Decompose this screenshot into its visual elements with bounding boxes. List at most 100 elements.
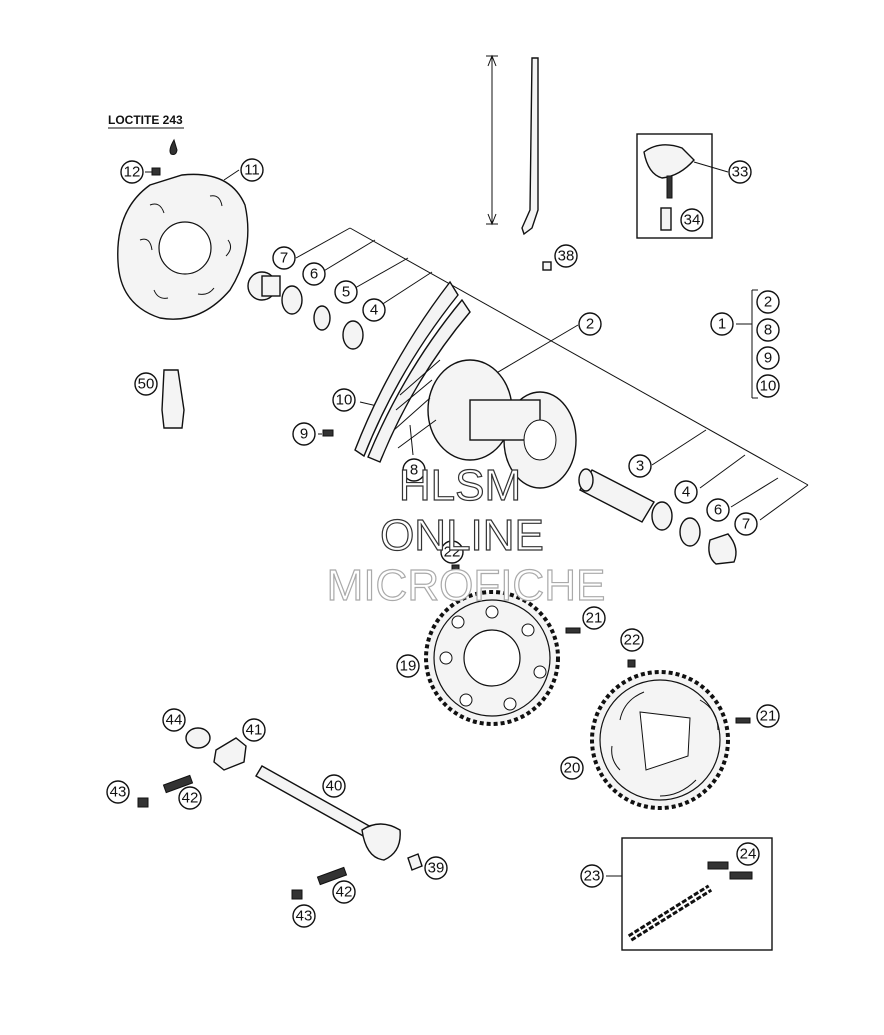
callout-8-kit: 8 — [756, 318, 780, 342]
callout-42: 42 — [178, 786, 202, 810]
callout-5: 5 — [334, 280, 358, 304]
svg-text:5: 5 — [342, 284, 350, 301]
callout-42-lower: 42 — [332, 880, 356, 904]
callout-9-kit: 9 — [756, 346, 780, 370]
svg-text:22: 22 — [624, 632, 641, 649]
sprocket-bolt-2-icon — [735, 717, 751, 724]
callout-40: 40 — [322, 774, 346, 798]
svg-text:9: 9 — [300, 426, 308, 443]
svg-text:41: 41 — [246, 722, 263, 739]
svg-text:34: 34 — [684, 212, 701, 229]
svg-text:19: 19 — [400, 658, 417, 675]
callout-10: 10 — [332, 388, 356, 412]
axle-icon — [255, 765, 401, 861]
callout-34: 34 — [680, 208, 704, 232]
watermark-line-3: MICROFICHE — [327, 561, 606, 610]
chain-box — [621, 837, 773, 951]
callout-39: 39 — [424, 856, 448, 880]
spoke-dimension — [486, 54, 498, 226]
bearing-right-icon — [651, 501, 673, 531]
svg-text:24: 24 — [740, 846, 757, 863]
svg-text:6: 6 — [714, 502, 722, 519]
seal-left-icon — [281, 285, 303, 315]
svg-text:9: 9 — [764, 350, 772, 367]
svg-text:7: 7 — [280, 250, 288, 267]
callout-22-right: 22 — [620, 628, 644, 652]
watermark-line-2: ONLINE — [380, 511, 544, 560]
callout-11: 11 — [240, 158, 264, 182]
svg-text:4: 4 — [370, 302, 378, 319]
spacer-right-icon — [708, 533, 737, 565]
valve-cover-icon — [161, 369, 185, 429]
loctite-drop-icon — [169, 138, 178, 155]
valve-core-icon — [660, 207, 672, 231]
sprocket-nut-icon — [451, 564, 460, 573]
master-link-icon — [707, 861, 753, 880]
callout-43-lower: 43 — [292, 904, 316, 928]
watermark-line-1: HLSM — [399, 461, 521, 510]
adjuster-nut-icon — [137, 797, 149, 808]
callout-43: 43 — [106, 780, 130, 804]
svg-text:42: 42 — [182, 790, 199, 807]
spoke-nipple-icon — [322, 429, 334, 437]
disc-bolt-icon — [151, 167, 161, 176]
callout-2-kit: 2 — [756, 290, 780, 314]
svg-text:21: 21 — [586, 610, 603, 627]
callout-41: 41 — [242, 718, 266, 742]
svg-text:20: 20 — [564, 760, 581, 777]
callout-19: 19 — [396, 654, 420, 678]
callout-6-right: 6 — [706, 498, 730, 522]
svg-text:8: 8 — [410, 462, 418, 479]
sprocket-nut-2-icon — [627, 659, 636, 668]
svg-text:33: 33 — [732, 164, 749, 181]
svg-text:50: 50 — [138, 376, 155, 393]
svg-text:8: 8 — [764, 322, 772, 339]
svg-text:39: 39 — [428, 860, 445, 877]
callout-6: 6 — [302, 262, 326, 286]
svg-text:1: 1 — [718, 316, 726, 333]
axle-nut-icon — [185, 727, 211, 749]
svg-text:3: 3 — [636, 458, 644, 475]
svg-text:21: 21 — [760, 708, 777, 725]
adjuster-bolt-2-icon — [316, 866, 348, 886]
loctite-note: LOCTITE 243 — [108, 113, 183, 127]
callout-10-kit: 10 — [756, 374, 780, 398]
callout-4-right: 4 — [674, 480, 698, 504]
nipple-38-icon — [542, 261, 552, 271]
callout-50: 50 — [134, 372, 158, 396]
callout-21: 21 — [582, 606, 606, 630]
valve-box — [636, 133, 713, 239]
callout-8: 8 — [402, 458, 426, 482]
svg-text:43: 43 — [296, 908, 313, 925]
hub-icon — [393, 359, 577, 489]
svg-text:40: 40 — [326, 778, 343, 795]
valve-stem-icon — [666, 175, 673, 199]
svg-text:10: 10 — [336, 392, 353, 409]
sprocket-bolt-icon — [565, 627, 581, 634]
brake-disc-icon — [117, 173, 249, 320]
svg-text:2: 2 — [764, 294, 772, 311]
svg-text:6: 6 — [310, 266, 318, 283]
svg-text:10: 10 — [760, 378, 777, 395]
adjuster-nut-2-icon — [291, 889, 303, 900]
svg-text:23: 23 — [584, 868, 601, 885]
axle-cap-icon — [407, 853, 423, 871]
axle-sleeve-icon — [578, 468, 655, 523]
callout-24: 24 — [736, 842, 760, 866]
callout-1: 1 — [710, 312, 734, 336]
svg-text:4: 4 — [682, 484, 690, 501]
sprocket-20-icon — [590, 670, 730, 810]
callout-2: 2 — [578, 312, 602, 336]
svg-text:11: 11 — [244, 162, 260, 179]
svg-text:2: 2 — [586, 316, 594, 333]
callout-44: 44 — [162, 708, 186, 732]
callout-4: 4 — [362, 298, 386, 322]
valve-cap-icon — [643, 144, 695, 179]
callout-33: 33 — [728, 160, 752, 184]
callout-7-right: 7 — [734, 512, 758, 536]
callout-12: 12 — [120, 160, 144, 184]
svg-text:38: 38 — [558, 248, 575, 265]
callout-23: 23 — [580, 864, 604, 888]
svg-text:22: 22 — [444, 544, 461, 561]
